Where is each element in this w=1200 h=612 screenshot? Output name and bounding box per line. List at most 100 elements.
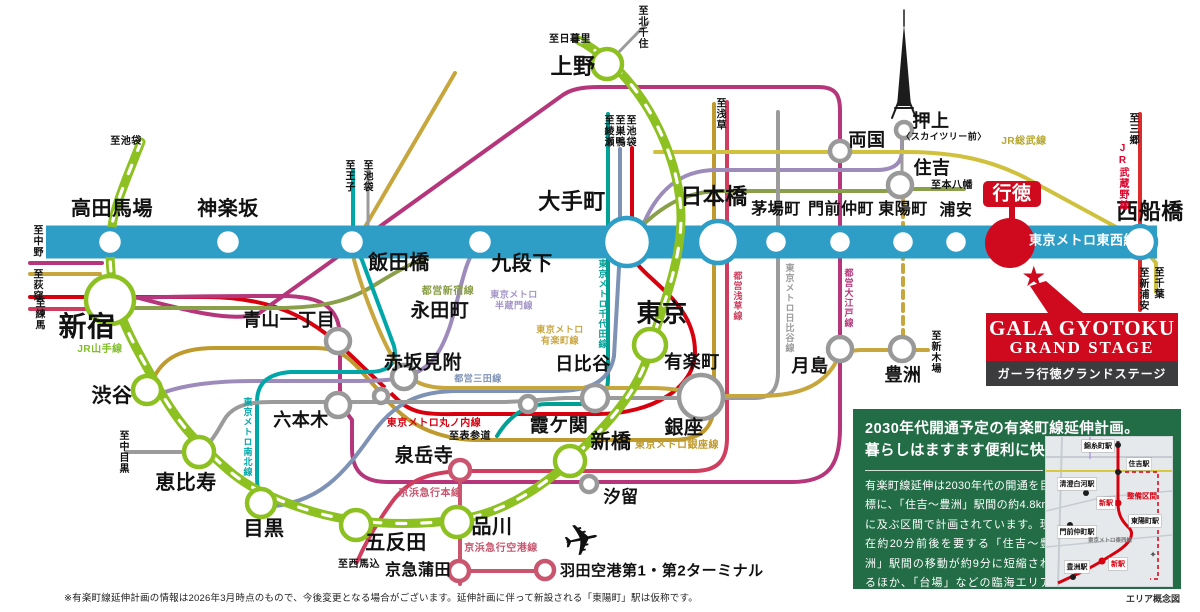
station-circle bbox=[130, 373, 164, 407]
station-circle bbox=[446, 558, 472, 584]
line-gyotoku-wedge bbox=[1030, 281, 1083, 313]
station-circle bbox=[464, 226, 496, 258]
line-name-label: 都営大江戸線 bbox=[843, 268, 854, 328]
station-circle bbox=[761, 227, 791, 257]
inset-station-dot bbox=[1083, 490, 1089, 496]
direction-label: 至巣鴨 bbox=[613, 114, 624, 148]
line-name-label: 東京メトロ東西線 bbox=[1028, 232, 1138, 248]
station-circle bbox=[533, 558, 557, 582]
direction-label: 至本八幡 bbox=[931, 180, 973, 191]
station-label: 日比谷 bbox=[555, 354, 611, 374]
station-circle bbox=[887, 334, 917, 364]
station-label: 六本木 bbox=[273, 410, 329, 430]
banner-line1: GALA GYOTOKU bbox=[988, 316, 1176, 340]
station-label: 上野 bbox=[550, 54, 596, 79]
station-label: 汐留 bbox=[603, 487, 639, 507]
footnote-text: ※有楽町線延伸計画の情報は2026年3月時点のもので、今後変更となる場合がござい… bbox=[64, 593, 698, 604]
station-circle bbox=[83, 273, 137, 327]
direction-label: 至綾瀬 bbox=[602, 114, 613, 148]
station-label: 茅場町 bbox=[751, 201, 801, 218]
station-circle bbox=[447, 457, 473, 483]
station-circle bbox=[323, 390, 353, 420]
inset-station-chip: 整備区間 bbox=[1127, 491, 1157, 501]
station-label: 神楽坂 bbox=[197, 198, 259, 220]
direction-label: 至新木場 bbox=[929, 330, 940, 374]
station-label: 霞ケ関 bbox=[529, 415, 589, 437]
direction-label: 至中野 bbox=[31, 224, 42, 258]
direction-label: 至北千住 bbox=[636, 5, 647, 49]
banner-line2: GRAND STAGE bbox=[1009, 338, 1155, 358]
station-label: 泉岳寺 bbox=[394, 445, 454, 467]
line-name-label: 半蔵門線 bbox=[494, 300, 534, 311]
line-name-label: 京浜急行本線 bbox=[398, 488, 462, 499]
station-circle bbox=[888, 227, 918, 257]
line-skytree-spire bbox=[897, 24, 911, 106]
direction-label: 至中目黒 bbox=[117, 430, 128, 474]
station-label: 月島 bbox=[791, 356, 829, 376]
info-divider bbox=[865, 469, 1043, 471]
station-circle bbox=[827, 138, 853, 164]
inset-line-note: 東京メトロ東西線 bbox=[1087, 538, 1133, 544]
station-circle bbox=[676, 372, 726, 422]
line-name-label: 都営三田線 bbox=[454, 373, 502, 384]
station-label: 五反田 bbox=[365, 532, 427, 554]
line-name-label: 東京メトロ丸ノ内線 bbox=[386, 418, 482, 429]
line-name-label: 東京メトロ日比谷線 bbox=[784, 263, 795, 353]
inset-station-chip: 住吉駅 bbox=[1126, 458, 1152, 470]
station-label: 住吉 bbox=[913, 158, 951, 178]
direction-label: 至表参道 bbox=[449, 431, 491, 442]
inset-station-dot bbox=[1115, 469, 1121, 475]
info-title-line2: 暮らしはますます便利に快適に。 bbox=[865, 442, 1090, 459]
station-label: 京急蒲田 bbox=[384, 562, 452, 579]
gyotoku-star-icon: ★ bbox=[1021, 261, 1047, 292]
station-circle bbox=[439, 504, 475, 540]
gyotoku-station-label: 行徳 bbox=[992, 183, 1032, 205]
direction-label: 至日暮里 bbox=[549, 34, 591, 45]
station-circle bbox=[589, 46, 625, 82]
station-circle bbox=[212, 226, 244, 258]
direction-label: 至浅草 bbox=[714, 97, 725, 131]
info-title-line1: 2030年代開通予定の有楽町線延伸計画。 bbox=[865, 421, 1140, 437]
station-label: 目黒 bbox=[243, 518, 285, 540]
direction-label: 至池袋 bbox=[110, 136, 142, 147]
inset-station-dot bbox=[1115, 442, 1121, 448]
line-kitasenju-stub bbox=[615, 20, 650, 56]
station-label: 両国 bbox=[848, 130, 886, 150]
line-gyotoku-box bbox=[983, 181, 1041, 207]
station-circle bbox=[579, 382, 611, 414]
line-name-label: JR山手線 bbox=[77, 344, 123, 355]
line-name-label: 東京メトロ千代田線 bbox=[597, 259, 608, 349]
station-label: 押上 bbox=[912, 111, 950, 131]
gala-gyotoku-banner: GALA GYOTOKU GRAND STAGE ガーラ行徳グランドステージ bbox=[986, 313, 1178, 386]
station-label: 東陽町 bbox=[878, 201, 928, 218]
station-label: 恵比寿 bbox=[155, 472, 217, 494]
inset-station-chip: 新駅 bbox=[1097, 497, 1115, 509]
station-circle bbox=[885, 170, 915, 200]
direction-label: 至池袋 bbox=[624, 114, 635, 148]
line-name-label: 東京メトロ銀座線 bbox=[635, 440, 719, 451]
station-circle bbox=[631, 326, 669, 364]
banner-title: GALA GYOTOKU GRAND STAGE bbox=[986, 313, 1178, 361]
direction-label: 至千葉 bbox=[1152, 266, 1163, 300]
line-name-label: 東京メトロ bbox=[536, 324, 584, 335]
station-circle bbox=[517, 393, 539, 415]
station-circle bbox=[94, 226, 126, 258]
line-skytree-legs bbox=[891, 97, 917, 119]
line-name-label: 東京メトロ bbox=[490, 289, 538, 300]
station-label: 豊洲 bbox=[884, 365, 922, 385]
station-circle bbox=[825, 334, 855, 364]
line-name-label: 都営浅草線 bbox=[732, 271, 743, 321]
station-label: 東京 bbox=[636, 299, 688, 328]
station-circle bbox=[985, 218, 1035, 268]
inset-station-chip: 東陽町駅 bbox=[1129, 515, 1161, 527]
station-circle bbox=[338, 507, 374, 543]
station-label: 赤坂見附 bbox=[383, 352, 463, 374]
station-label: 永田町 bbox=[410, 300, 470, 322]
station-label: 九段下 bbox=[491, 253, 553, 275]
station-label: 新橋 bbox=[590, 431, 632, 453]
inset-map-caption: エリア概念図 bbox=[1125, 594, 1180, 604]
line-name-label: JR武蔵野線 bbox=[1117, 143, 1128, 211]
station-circle bbox=[893, 119, 915, 141]
inset-road bbox=[1046, 534, 1172, 548]
